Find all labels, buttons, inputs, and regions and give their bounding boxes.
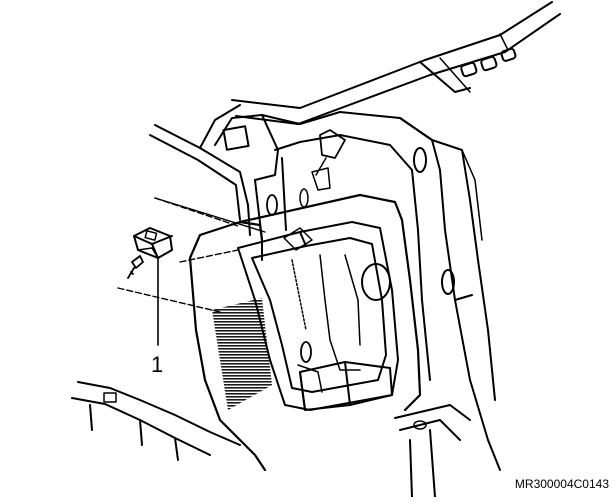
figure-code: MR300004C0143 <box>515 477 609 491</box>
panel-hatching <box>212 298 272 410</box>
lower-recess <box>299 361 393 411</box>
screw <box>127 255 144 279</box>
b-pillar <box>149 104 433 261</box>
floor-sill <box>71 381 471 498</box>
c-pillar <box>399 117 501 471</box>
roof-rail <box>231 1 561 125</box>
callout-number: 1 <box>151 352 163 377</box>
fastener-clip <box>133 227 173 259</box>
trim-panel <box>188 193 422 472</box>
alignment-lines <box>117 197 266 313</box>
